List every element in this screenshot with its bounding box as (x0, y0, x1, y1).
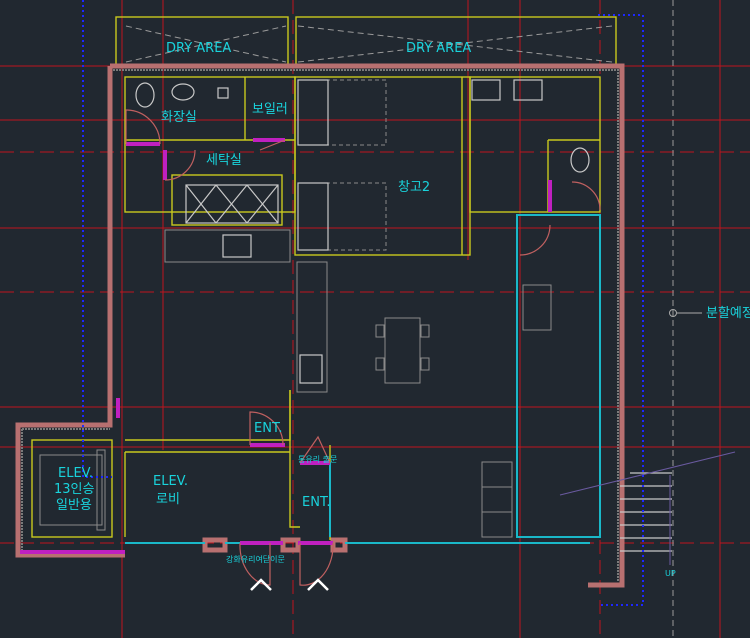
label-dry-area-left: DRY AREA (166, 41, 231, 56)
bed-icon (297, 79, 387, 251)
label-dry-area-right: DRY AREA (406, 41, 471, 56)
kitchen-sink-icon (222, 234, 252, 258)
kitchen-sink-icon (299, 354, 323, 384)
label-elev-2: 13인승 (54, 482, 95, 497)
label-restroom: 화장실 (161, 110, 197, 125)
label-elev-1: ELEV. (58, 466, 93, 481)
room-labels: DRY AREA DRY AREA 화장실 보일러 세탁실 창고2 ENT. E… (54, 41, 750, 578)
interior-walls (31, 76, 601, 540)
label-ent-lower: ENT. (302, 495, 330, 510)
washer-dryer-icon (185, 184, 279, 224)
toilet-icon (135, 82, 155, 108)
shower-icon (217, 87, 229, 99)
label-laundry: 세탁실 (206, 153, 242, 168)
door-frames (20, 138, 552, 554)
fixtures (39, 79, 590, 538)
label-storage2: 창고2 (398, 180, 430, 195)
entry-arrow-icon (250, 578, 272, 591)
label-glass-door-top: 통유리 출문 (298, 454, 337, 464)
sink-icon (171, 83, 195, 101)
stairs (559, 451, 736, 565)
label-ent-upper: ENT. (254, 421, 282, 436)
sink-icon (471, 79, 501, 101)
label-elev-lobby-2: 로비 (156, 492, 180, 507)
label-split-planned: 분할예정 (706, 306, 750, 321)
glass-partitions (125, 214, 601, 544)
elevator-car-icon (39, 449, 106, 531)
dining-table-icon (375, 317, 430, 384)
label-elev-lobby-1: ELEV. (153, 474, 188, 489)
toilet-icon (570, 147, 590, 173)
sofa-icon (481, 461, 513, 538)
label-tempered-glass-door: 강화유리여닫이문 (226, 554, 285, 564)
boundary-lines (82, 0, 644, 606)
entry-arrows (250, 578, 329, 591)
label-elev-3: 일반용 (56, 498, 92, 513)
label-boiler: 보일러 (252, 102, 288, 117)
exterior-walls (15, 63, 625, 588)
entry-arrow-icon (307, 578, 329, 591)
label-stair-up: UP (665, 569, 676, 578)
split-marker (669, 309, 702, 317)
door-swings (125, 109, 601, 586)
sink-icon (513, 79, 543, 101)
